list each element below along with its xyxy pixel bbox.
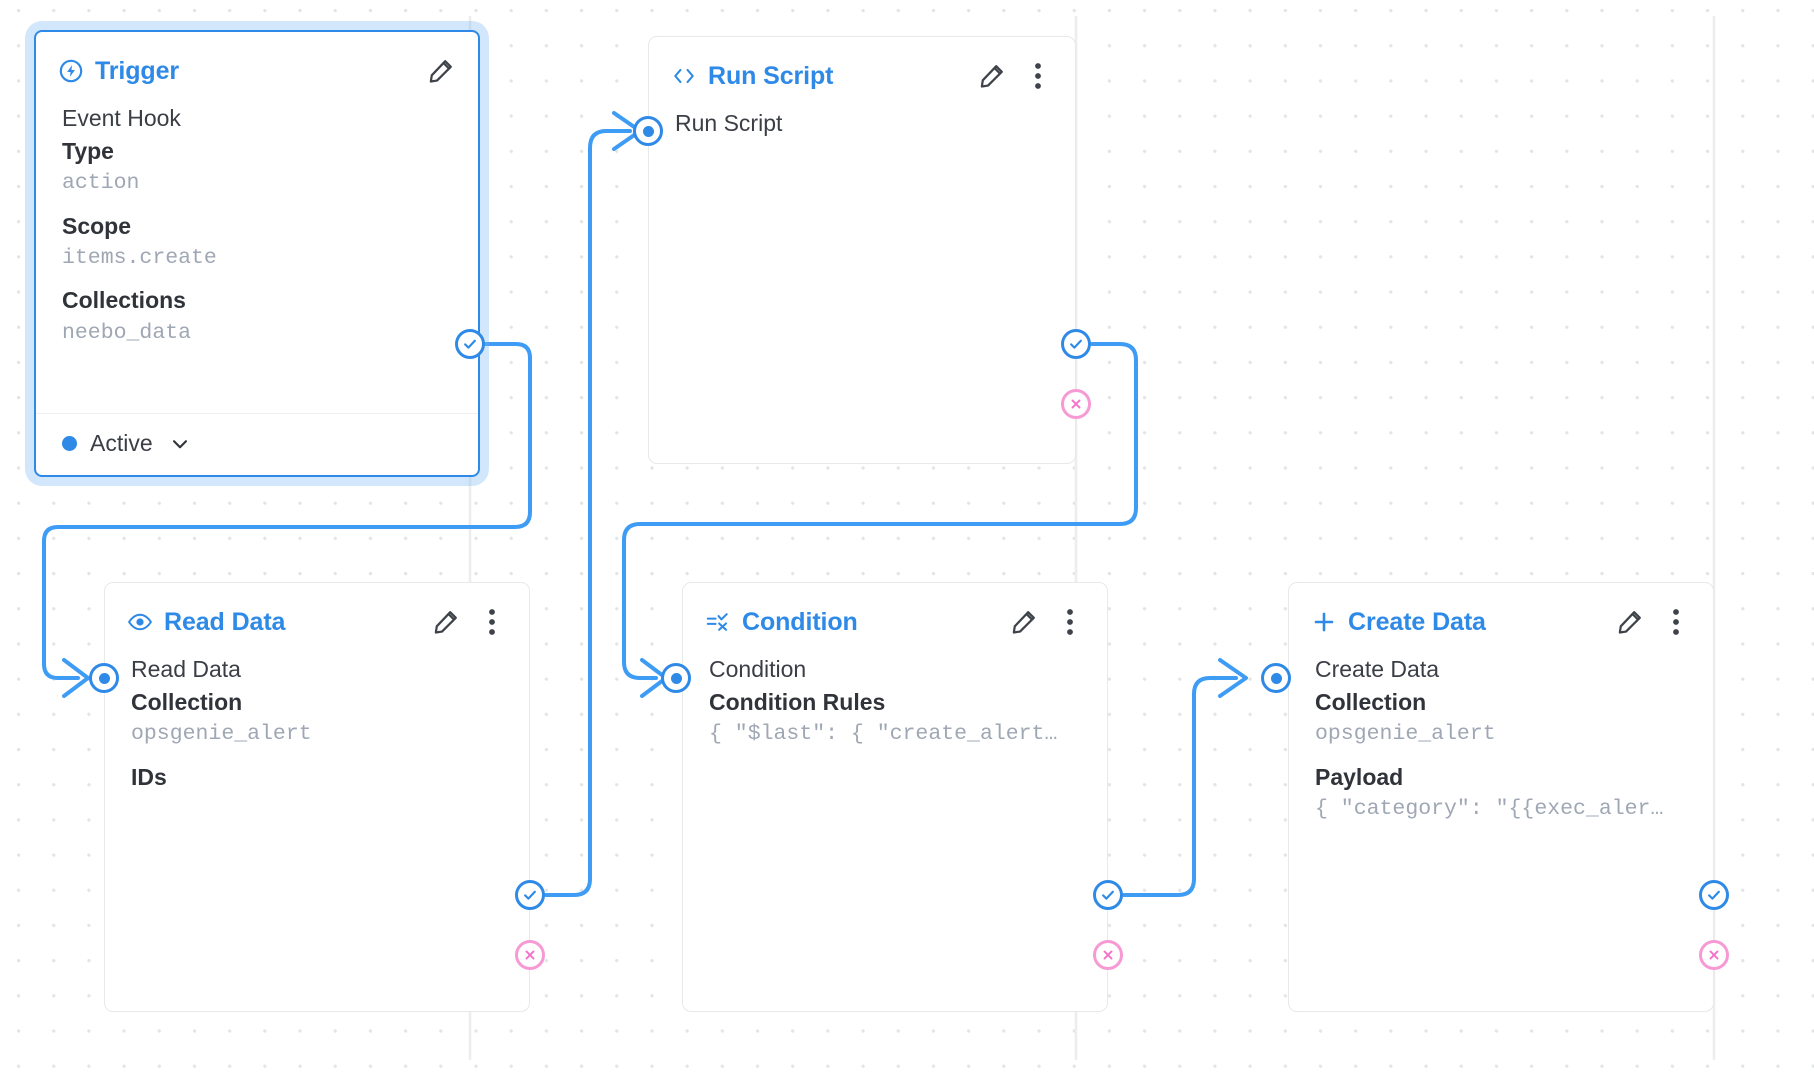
- node-body: Event Hook Type action Scope items.creat…: [36, 88, 478, 349]
- field-label: Type: [62, 137, 114, 164]
- input-handle-condition[interactable]: [661, 663, 691, 693]
- node-header: Create Data: [1289, 583, 1713, 639]
- node-header: Read Data: [105, 583, 529, 639]
- resolve-handle-trigger[interactable]: [455, 329, 485, 359]
- node-footer: Active: [36, 413, 478, 475]
- field-label: Event Hook: [62, 105, 181, 131]
- status-dropdown-active[interactable]: Active: [62, 430, 191, 457]
- eye-icon: [127, 609, 153, 635]
- node-title-label: Create Data: [1348, 607, 1486, 636]
- node-title-read-data: Read Data: [127, 609, 285, 635]
- node-run-script[interactable]: Run Script Run Script: [648, 36, 1076, 464]
- node-title-trigger: Trigger: [58, 58, 179, 84]
- condition-filter-icon: [705, 609, 731, 635]
- edge-read-data-to-run-script: [544, 129, 632, 897]
- status-dot-icon: [62, 436, 77, 451]
- edge-condition-to-create-data: [1122, 676, 1238, 897]
- node-title-condition: Condition: [705, 609, 858, 635]
- field-label: Create Data: [1315, 656, 1440, 682]
- node-header-actions: [1615, 607, 1691, 637]
- node-header: Trigger: [36, 32, 478, 88]
- field-label: Run Script: [675, 110, 783, 136]
- field-label: Condition: [709, 656, 807, 682]
- node-header-actions: [431, 607, 507, 637]
- node-header-actions: [1009, 607, 1085, 637]
- field-label: Condition Rules: [709, 688, 886, 715]
- field-value: { "category": "{{exec_aler…: [1315, 797, 1664, 822]
- reject-handle-run-script[interactable]: [1061, 389, 1091, 419]
- pencil-icon[interactable]: [1009, 607, 1039, 637]
- reject-handle-condition[interactable]: [1093, 940, 1123, 970]
- field-label: Payload: [1315, 763, 1404, 790]
- node-title-run-script: Run Script: [671, 61, 834, 90]
- field-label: Collection: [131, 688, 243, 715]
- field-label: Read Data: [131, 656, 241, 682]
- resolve-handle-create-data[interactable]: [1699, 880, 1729, 910]
- field-value: opsgenie_alert: [131, 722, 312, 747]
- more-vertical-icon[interactable]: [1055, 607, 1085, 637]
- pencil-icon[interactable]: [1615, 607, 1645, 637]
- plus-icon: [1311, 609, 1337, 635]
- node-header-actions: [426, 56, 456, 86]
- node-body: Run Script: [649, 93, 1075, 140]
- edge-arrowhead: [62, 658, 90, 698]
- node-body: Read Data Collection opsgenie_alert IDs: [105, 639, 529, 793]
- bolt-circle-icon: [58, 58, 84, 84]
- resolve-handle-run-script[interactable]: [1061, 329, 1091, 359]
- reject-handle-create-data[interactable]: [1699, 940, 1729, 970]
- field-value: neebo_data: [62, 321, 192, 346]
- field-value: { "$last": { "create_alert…: [709, 722, 1058, 747]
- node-header: Run Script: [649, 37, 1075, 93]
- more-vertical-icon[interactable]: [1023, 61, 1053, 91]
- node-condition[interactable]: Condition Condition Condition Rules { "$…: [682, 582, 1108, 1012]
- node-title-label: Read Data: [164, 607, 286, 636]
- field-value: opsgenie_alert: [1315, 722, 1496, 747]
- node-create-data[interactable]: Create Data Create Data Collection opsge…: [1288, 582, 1714, 1012]
- field-label: Collections: [62, 287, 186, 314]
- field-label: Scope: [62, 212, 132, 239]
- code-brackets-icon: [671, 63, 697, 89]
- field-value: action: [62, 171, 140, 196]
- node-body: Create Data Collection opsgenie_alert Pa…: [1289, 639, 1713, 825]
- pencil-icon[interactable]: [431, 607, 461, 637]
- edge-arrowhead: [1218, 658, 1248, 698]
- input-handle-read-data[interactable]: [89, 663, 119, 693]
- node-trigger[interactable]: Trigger Event Hook Type action Scope ite…: [34, 30, 480, 477]
- node-header-actions: [977, 61, 1053, 91]
- pencil-icon[interactable]: [426, 56, 456, 86]
- chevron-down-icon: [169, 433, 191, 455]
- node-body: Condition Condition Rules { "$last": { "…: [683, 639, 1107, 751]
- status-label: Active: [90, 430, 153, 456]
- node-title-create-data: Create Data: [1311, 609, 1486, 635]
- field-label: Collection: [1315, 688, 1427, 715]
- more-vertical-icon[interactable]: [1661, 607, 1691, 637]
- input-handle-create-data[interactable]: [1261, 663, 1291, 693]
- node-title-label: Trigger: [95, 56, 180, 85]
- resolve-handle-read-data[interactable]: [515, 880, 545, 910]
- input-handle-run-script[interactable]: [633, 116, 663, 146]
- more-vertical-icon[interactable]: [477, 607, 507, 637]
- field-label: IDs: [131, 763, 167, 790]
- resolve-handle-condition[interactable]: [1093, 880, 1123, 910]
- node-title-label: Run Script: [708, 61, 834, 90]
- node-header: Condition: [683, 583, 1107, 639]
- node-title-label: Condition: [742, 607, 858, 636]
- pencil-icon[interactable]: [977, 61, 1007, 91]
- field-value: items.create: [62, 246, 217, 271]
- node-read-data[interactable]: Read Data Read Data Collection opsgenie_…: [104, 582, 530, 1012]
- reject-handle-read-data[interactable]: [515, 940, 545, 970]
